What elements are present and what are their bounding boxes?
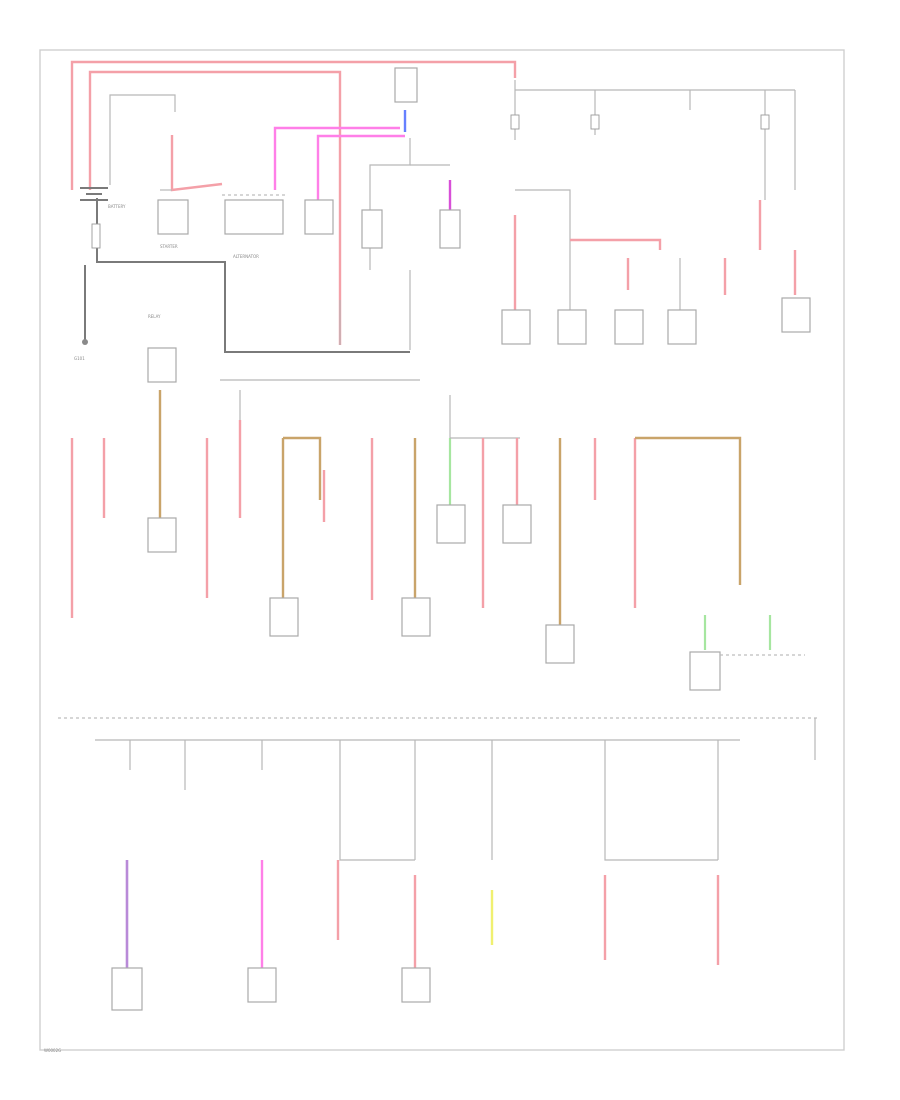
starter-label: STARTER [160, 244, 178, 249]
relay-label: RELAY [148, 314, 161, 319]
middle-circuits [70, 390, 805, 691]
starter-component [157, 199, 189, 235]
ground-label: G101 [74, 356, 85, 361]
alternator-label: ALTERNATOR [233, 254, 259, 259]
fuse [510, 114, 520, 130]
ignition-switch [394, 67, 418, 103]
alternator-component [224, 199, 284, 235]
top-power-distribution: BATTERY G101 STARTER ALTERNATOR [70, 60, 811, 420]
battery-symbol [80, 187, 108, 249]
bottom-fuse-bus [58, 717, 820, 1011]
voltage-regulator [304, 199, 334, 235]
relay-component [147, 347, 177, 383]
battery-label: BATTERY [108, 204, 126, 209]
footer-code: W0002G [44, 1048, 61, 1053]
component [501, 309, 531, 345]
diagram-frame [39, 49, 845, 1051]
